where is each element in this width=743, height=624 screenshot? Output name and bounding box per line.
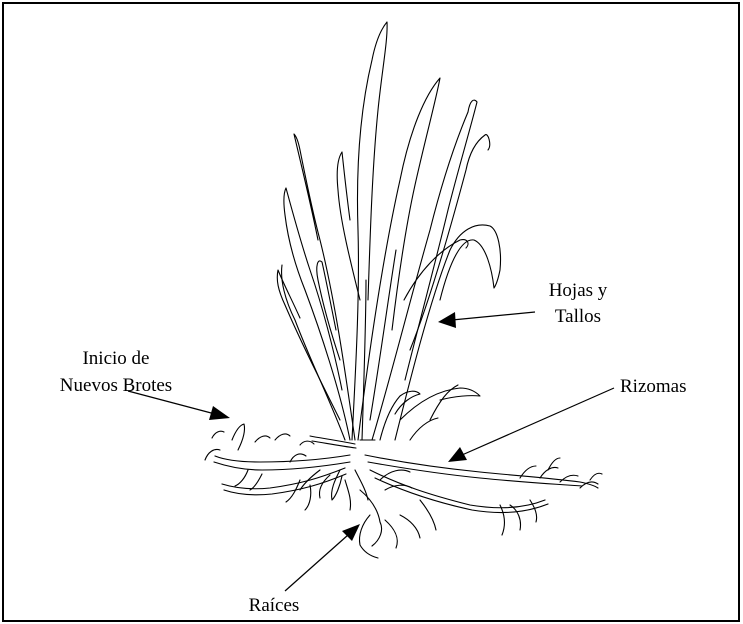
leaves-and-stems — [277, 22, 500, 448]
label-rizomas: Rizomas — [620, 376, 687, 397]
arrow-raices — [285, 524, 360, 591]
arrow-hojas — [438, 312, 535, 328]
label-hojas-line1: Hojas y — [549, 280, 608, 301]
label-inicio-line1: Inicio de — [82, 348, 149, 369]
rhizomes-and-roots — [205, 424, 602, 558]
label-inicio-line2: Nuevos Brotes — [60, 375, 172, 396]
label-raices: Raíces — [249, 595, 300, 616]
arrow-rizomas — [448, 388, 614, 462]
diagram-frame — [3, 3, 739, 621]
label-hojas-line2: Tallos — [555, 306, 601, 327]
